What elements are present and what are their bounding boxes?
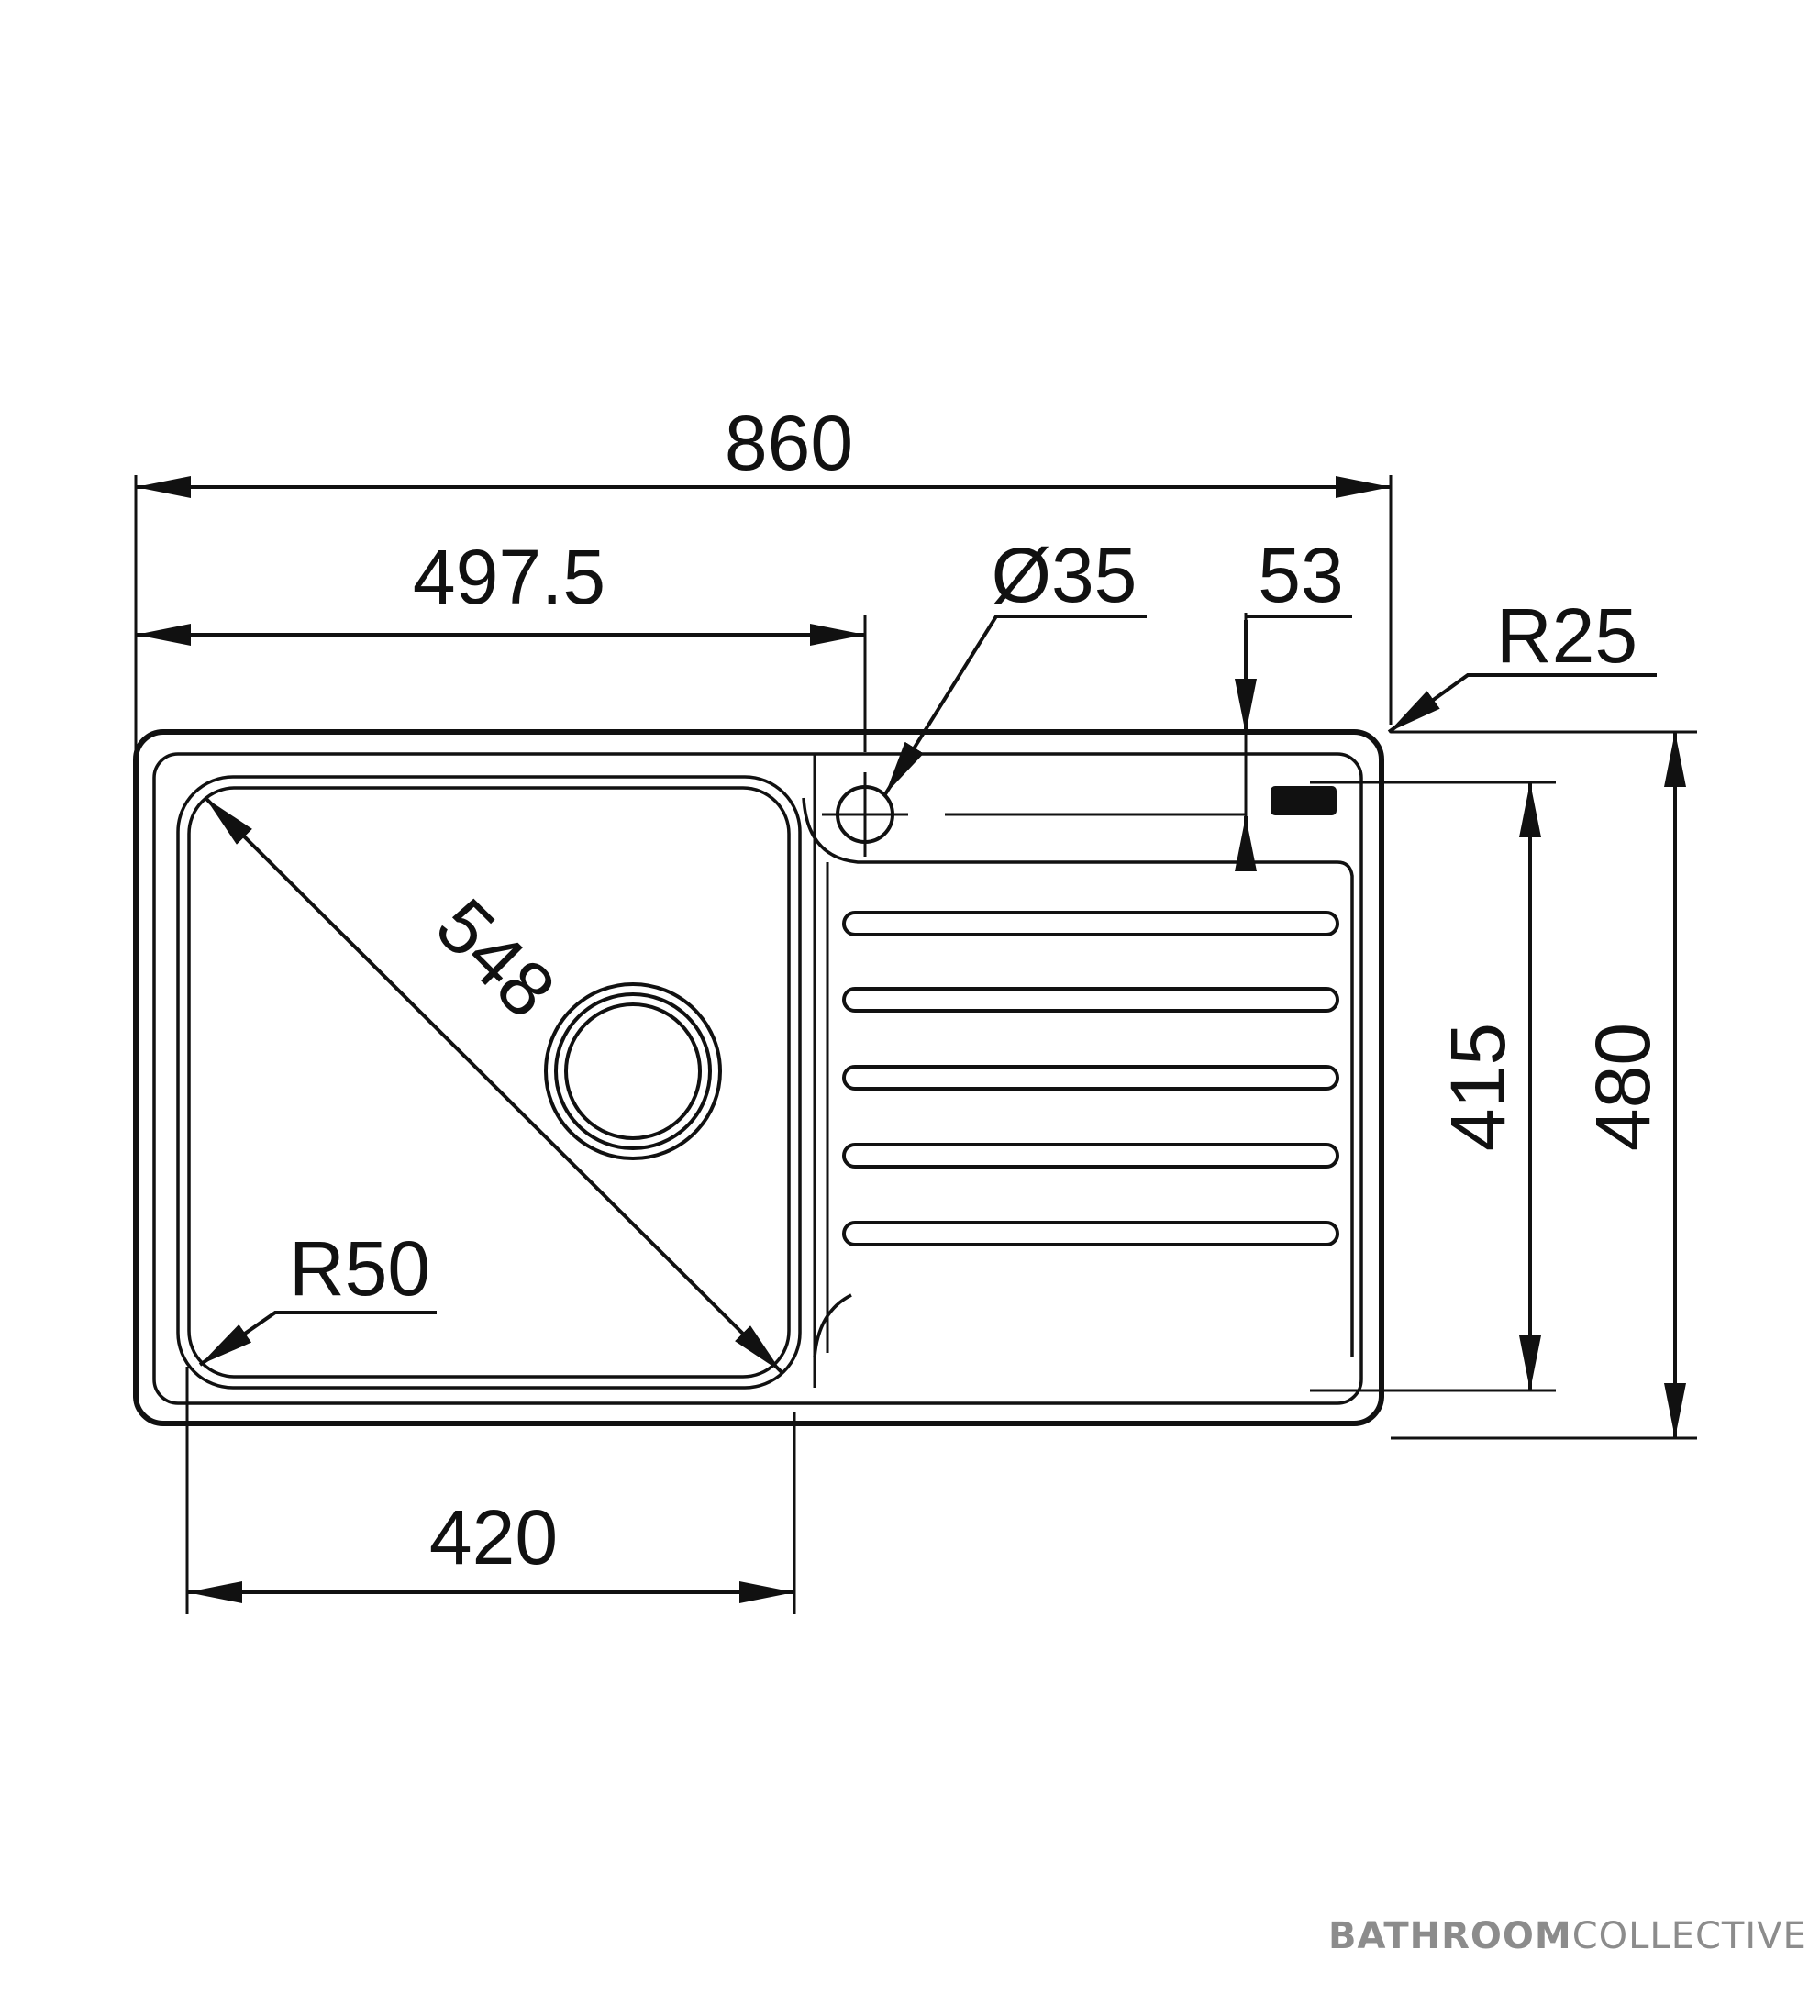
- label-tap-offset: 53: [1258, 532, 1343, 618]
- label-corner-radius-bowl: R50: [289, 1225, 430, 1312]
- leader-r50: [198, 1311, 437, 1367]
- brand-bold: BATHROOM: [1328, 1915, 1572, 1957]
- label-overall-depth: 480: [1580, 1023, 1666, 1151]
- waste-outlet-outer: [544, 982, 722, 1160]
- label-offset-to-tap: 497.5: [413, 534, 605, 620]
- leader-tap-hole: [883, 615, 1147, 796]
- brand-light: COLLECTIVE: [1571, 1915, 1807, 1957]
- label-overall-width: 860: [725, 400, 853, 486]
- label-tap-hole: Ø35: [992, 532, 1138, 618]
- drainer-groove: [842, 1221, 1339, 1246]
- drainer-groove: [842, 987, 1339, 1013]
- label-bowl-width: 420: [429, 1494, 558, 1580]
- sink-outer-edge: [133, 729, 1384, 1426]
- waste-outlet-mid: [554, 992, 712, 1150]
- overflow-slot: [1271, 786, 1337, 815]
- waste-outlet-inner: [564, 1002, 702, 1140]
- tap-hole-crosshair: [822, 772, 908, 857]
- label-diagonal: 548: [420, 882, 572, 1035]
- bowl-drainer-separator: [813, 754, 829, 1388]
- bowl-inner: [187, 786, 791, 1379]
- drainer-grooves: [842, 911, 1339, 1246]
- dimension-lines: [136, 476, 1686, 1603]
- drainer-outline: [802, 797, 1354, 1358]
- drainer-groove: [842, 911, 1339, 936]
- leader-lines: [198, 615, 1657, 1367]
- sink-inner-edge: [152, 752, 1363, 1405]
- bowl-outer: [176, 775, 802, 1390]
- leader-r25: [1387, 673, 1657, 734]
- label-drainer-depth: 415: [1435, 1023, 1521, 1151]
- extension-lines: [134, 475, 1697, 1614]
- dim-line-548: [204, 796, 783, 1374]
- label-corner-radius-outer: R25: [1496, 593, 1637, 679]
- drainer-groove: [842, 1065, 1339, 1091]
- drainer-groove: [842, 1143, 1339, 1169]
- brand-watermark: BATHROOMCOLLECTIVE: [1328, 1915, 1807, 1957]
